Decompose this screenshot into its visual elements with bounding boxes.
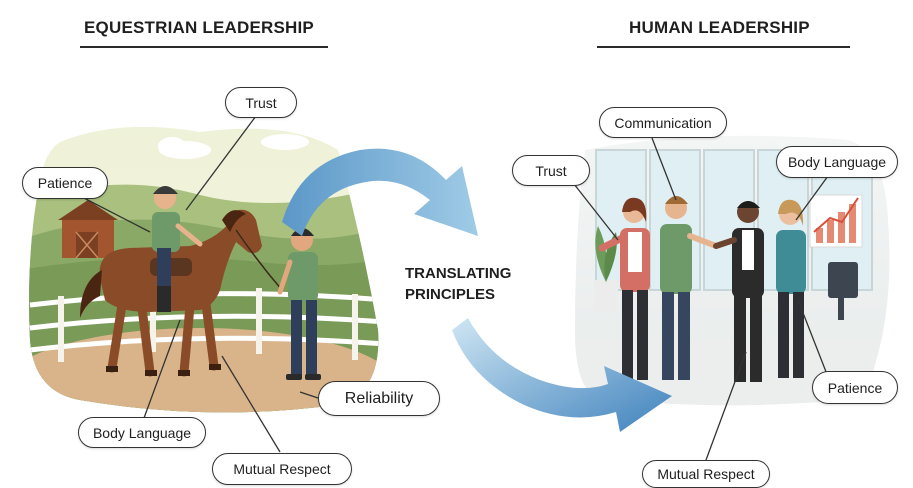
left-section-title: EQUESTRIAN LEADERSHIP [84,18,314,37]
callout-patience-left: Patience [22,167,108,199]
team-illustration [598,196,806,382]
right-section-title: HUMAN LEADERSHIP [629,18,810,37]
callout-mutual-respect-right: Mutual Respect [642,460,770,488]
translating-principles-label: TRANSLATING PRINCIPLES [405,263,535,305]
callout-body-language-left: Body Language [78,417,206,448]
callout-trust-right: Trust [512,155,590,186]
callout-trust-left: Trust [225,87,297,118]
right-title-underline [597,46,850,48]
callout-reliability: Reliability [318,381,440,416]
translating-arrows [282,148,672,432]
left-title-underline [80,46,328,48]
handler-illustration [277,228,321,380]
callout-communication: Communication [599,107,727,138]
equestrian-scene [29,126,379,413]
callout-body-language-right: Body Language [776,146,898,178]
office-scene [575,135,890,406]
callout-mutual-respect-left: Mutual Respect [212,453,352,485]
callout-patience-right: Patience [812,371,898,404]
center-label-line2: PRINCIPLES [405,286,496,303]
rider-illustration [150,186,203,312]
plant-illustration [594,226,618,312]
connector-lines [79,115,831,461]
center-label-line1: TRANSLATING [405,265,512,282]
